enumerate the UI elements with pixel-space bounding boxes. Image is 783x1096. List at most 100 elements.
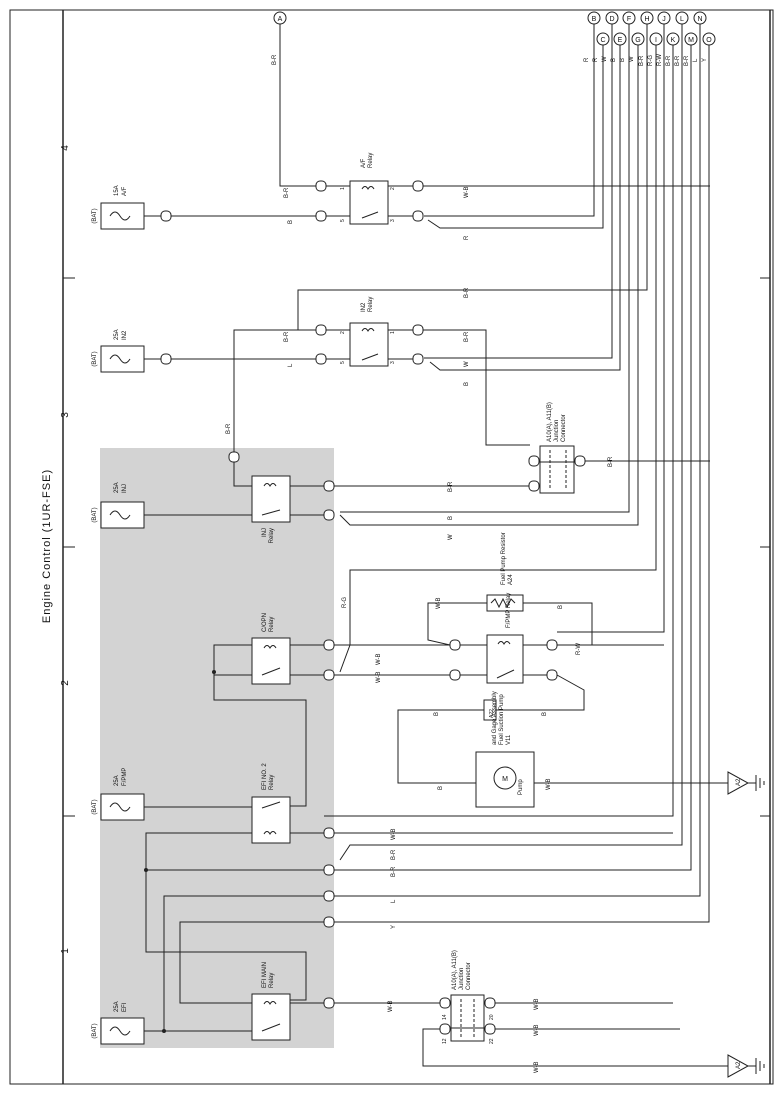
svg-text:W-B: W-B: [534, 1024, 540, 1036]
svg-text:L: L: [680, 16, 684, 23]
svg-text:R-W: R-W: [657, 54, 663, 66]
svg-text:and Gage Assembly: and Gage Assembly: [492, 691, 498, 745]
svg-text:5: 5: [340, 219, 346, 222]
svg-text:B-R: B-R: [226, 423, 232, 434]
svg-text:R: R: [584, 57, 590, 62]
svg-text:B: B: [448, 516, 454, 520]
svg-text:L: L: [288, 363, 294, 367]
svg-text:INJ: INJ: [122, 484, 128, 493]
svg-text:(BAT): (BAT): [92, 351, 98, 366]
svg-text:IN2: IN2: [361, 302, 367, 312]
svg-text:1: 1: [340, 187, 346, 190]
svg-text:Relay: Relay: [368, 297, 374, 312]
inj-circuit: (BAT) 25A INJ INJ Relay B-R B-R B W: [92, 423, 454, 543]
svg-text:W-B: W-B: [388, 1000, 394, 1012]
diagram-title: Engine Control (1UR-FSE): [41, 469, 53, 623]
svg-text:Relay: Relay: [269, 973, 275, 988]
svg-text:B: B: [464, 382, 470, 386]
copn-circuit: C/OPN Relay: [212, 613, 335, 807]
svg-text:N: N: [697, 16, 702, 23]
svg-text:EFI MAIN: EFI MAIN: [262, 962, 268, 988]
svg-text:W-B: W-B: [376, 653, 382, 665]
svg-text:H: H: [644, 16, 649, 23]
svg-text:Connector: Connector: [561, 414, 567, 442]
svg-text:B-R: B-R: [448, 481, 454, 492]
svg-text:G: G: [635, 37, 640, 44]
section-number: 2: [60, 680, 71, 686]
svg-text:A24: A24: [508, 574, 514, 585]
ground-upper: A2: [727, 771, 765, 795]
svg-text:B: B: [558, 605, 564, 609]
svg-text:Relay: Relay: [269, 528, 275, 543]
svg-text:IN2: IN2: [122, 330, 128, 340]
svg-text:E: E: [618, 37, 623, 44]
svg-text:Fuel Suction Pump: Fuel Suction Pump: [499, 694, 505, 745]
section-ticks: [63, 277, 770, 817]
relay-block: [100, 448, 334, 1048]
svg-text:A10(A), A11(B): A10(A), A11(B): [452, 950, 458, 990]
ground-lower: A2: [727, 1054, 765, 1078]
svg-text:B-R: B-R: [675, 55, 681, 66]
svg-text:B-R: B-R: [284, 331, 290, 342]
svg-text:25A: 25A: [114, 482, 120, 493]
svg-text:B-R: B-R: [391, 866, 397, 877]
svg-text:B-R: B-R: [639, 55, 645, 66]
svg-text:W-B: W-B: [534, 1061, 540, 1073]
svg-text:B-R: B-R: [284, 187, 290, 198]
svg-text:W-B: W-B: [376, 671, 382, 683]
svg-text:Fuel Pump Resistor: Fuel Pump Resistor: [501, 532, 507, 585]
svg-text:(BAT): (BAT): [92, 1023, 98, 1038]
svg-text:R-G: R-G: [648, 55, 654, 66]
svg-text:14: 14: [442, 1014, 448, 1020]
svg-text:3: 3: [390, 219, 396, 222]
copn-relay: [251, 637, 291, 685]
svg-text:A2: A2: [736, 1061, 742, 1069]
svg-text:W-B: W-B: [546, 778, 552, 790]
svg-text:Relay: Relay: [269, 617, 275, 632]
svg-text:20: 20: [489, 1014, 495, 1020]
svg-text:M: M: [502, 776, 508, 783]
svg-text:B: B: [592, 16, 597, 23]
svg-text:A: A: [278, 16, 283, 23]
svg-text:F/PMP: F/PMP: [122, 768, 128, 786]
af-circuit: (BAT) 15A A/F A/F Relay B-R B W-B R 1 2 …: [92, 153, 710, 240]
inj-relay: [251, 475, 291, 523]
svg-text:W: W: [629, 56, 635, 62]
inj-fuse: [100, 501, 145, 529]
efi-main-relay: [251, 993, 291, 1041]
svg-text:22: 22: [489, 1038, 495, 1044]
svg-text:R: R: [593, 57, 599, 62]
svg-text:B-R: B-R: [666, 55, 672, 66]
svg-text:W-B: W-B: [436, 597, 442, 609]
svg-text:25A: 25A: [114, 775, 120, 786]
svg-text:A10(A), A11(B): A10(A), A11(B): [547, 402, 553, 442]
svg-text:EFI: EFI: [122, 1002, 128, 1012]
svg-text:W: W: [464, 361, 470, 367]
svg-text:F/PMP Relay: F/PMP Relay: [506, 593, 512, 628]
svg-text:Relay: Relay: [368, 153, 374, 168]
svg-text:A2: A2: [736, 778, 742, 786]
svg-text:B: B: [434, 712, 440, 716]
svg-text:B: B: [620, 58, 626, 62]
svg-text:C: C: [600, 37, 605, 44]
af-fuse: [100, 202, 145, 230]
svg-text:12: 12: [442, 1038, 448, 1044]
junction-connector-bottom: A10(A), A11(B) Junction Connector 14 20 …: [422, 950, 728, 1073]
page-frame: [9, 9, 774, 1085]
fuel-pump-circuit: A24 Fuel Pump Resistor F/PMP Relay W-B B…: [334, 532, 664, 716]
svg-text:Y: Y: [391, 925, 397, 929]
svg-text:B-R: B-R: [464, 287, 470, 298]
efi-no2-relay: [251, 796, 291, 844]
svg-text:R: R: [464, 235, 470, 240]
section-number: 1: [60, 948, 71, 954]
svg-text:A/F: A/F: [122, 186, 128, 196]
fpmp-fuse: [100, 793, 145, 821]
svg-text:25A: 25A: [114, 1001, 120, 1012]
svg-text:A/F: A/F: [361, 158, 367, 168]
svg-text:W-B: W-B: [391, 828, 397, 840]
junction-connector-top: A10(A), A11(B) Junction Connector B-R: [326, 402, 710, 494]
svg-text:O: O: [706, 37, 712, 44]
svg-text:C/OPN: C/OPN: [262, 613, 268, 632]
svg-text:15A: 15A: [114, 185, 120, 196]
